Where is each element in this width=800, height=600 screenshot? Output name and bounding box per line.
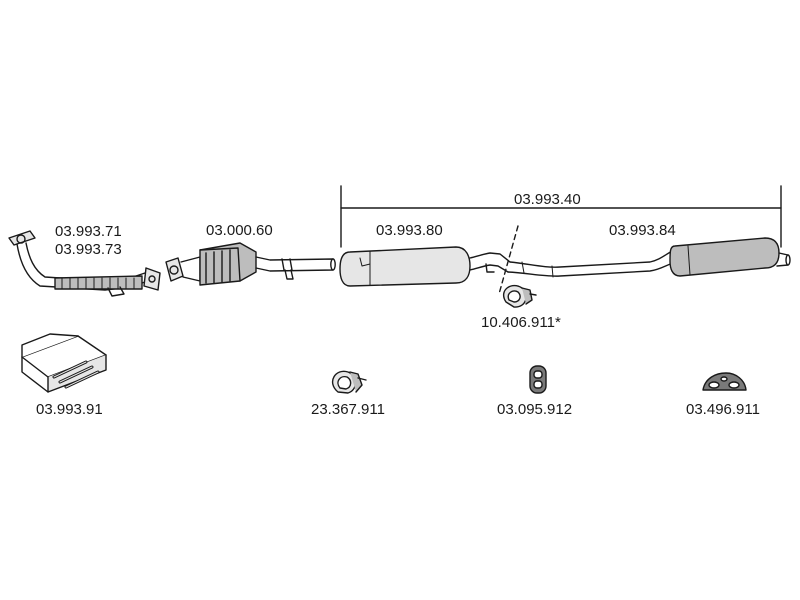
- front-silencer-label: 03.993.80: [376, 222, 443, 239]
- assembly-bracket: [340, 185, 782, 248]
- catalytic-converter-part[interactable]: [165, 242, 336, 286]
- rubber-mount-label: 03.095.912: [497, 401, 573, 418]
- front-silencer-part[interactable]: [339, 246, 511, 287]
- rubber-mount-part[interactable]: [529, 365, 547, 394]
- cut-line: [498, 225, 519, 295]
- assembly-label: 03.993.40: [514, 191, 581, 208]
- manifold-b-label: 03.993.73: [55, 241, 122, 258]
- rubber-hanger-part[interactable]: [702, 372, 747, 391]
- manifold-a-label: 03.993.71: [55, 223, 122, 240]
- mounting-kit-label: 03.993.91: [36, 401, 103, 418]
- rubber-hanger-label: 03.496.911: [686, 401, 760, 418]
- clamp-label: 23.367.911: [311, 401, 385, 418]
- front-pipe-part[interactable]: [8, 230, 161, 297]
- clamp-part[interactable]: [332, 370, 367, 394]
- catalyst-label: 03.000.60: [206, 222, 273, 239]
- rear-silencer-part[interactable]: [507, 237, 791, 278]
- rear-silencer-label: 03.993.84: [609, 222, 676, 239]
- mounting-kit-part[interactable]: [21, 333, 107, 393]
- clamp-mid-label: 10.406.911*: [481, 314, 561, 331]
- clamp-mid-part[interactable]: [503, 284, 537, 308]
